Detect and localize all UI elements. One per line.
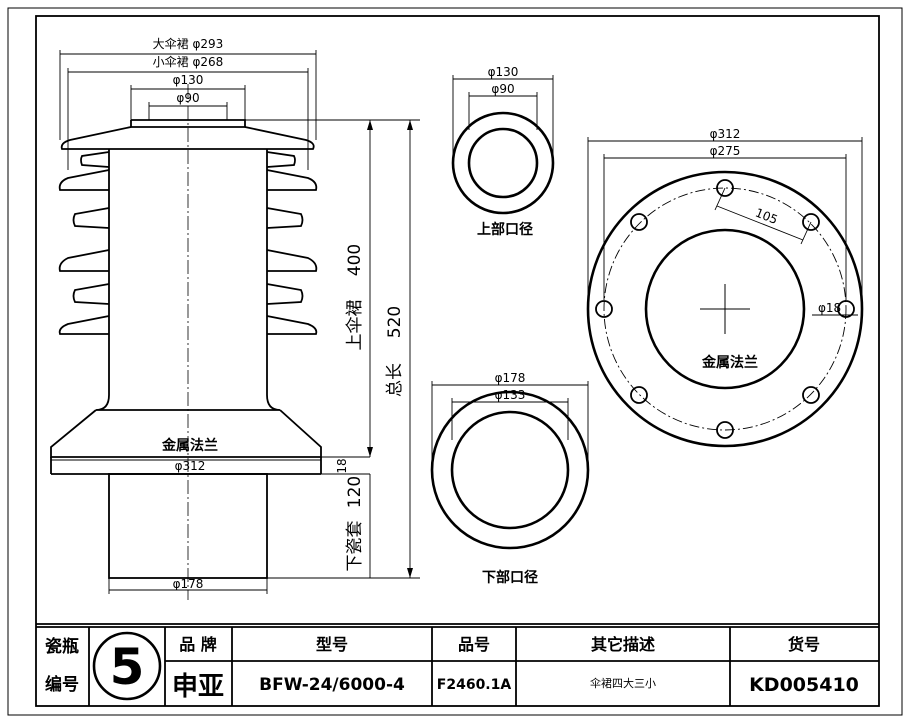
top-port-label: 上部口径: [477, 221, 533, 238]
bolt-hole: [716, 421, 734, 439]
brand-header: 品 牌: [179, 635, 217, 654]
serial-label-2: 编号: [45, 674, 79, 695]
side-view: 大伞裙 φ293 小伞裙 φ268 φ130 φ90 金属法兰 φ312 φ17…: [50, 36, 420, 600]
bottom-port-outer: φ178: [495, 371, 526, 385]
bolt-hole: [802, 386, 820, 404]
serial-circle: [92, 631, 162, 701]
outer-frame: [7, 7, 903, 716]
flange-view: φ312 φ275 105 φ18 金属法兰: [586, 127, 864, 448]
serial-number: 5: [110, 638, 145, 696]
len-flange-value: 18: [335, 458, 349, 473]
model-header: 型号: [316, 635, 348, 654]
flange-label-side: 金属法兰: [161, 437, 218, 454]
bottom-port-view: φ178 φ133 下部口径: [430, 371, 590, 586]
inner-frame: [35, 15, 880, 707]
dim-top-inner: φ90: [176, 91, 199, 105]
flange-pcd-dim: φ275: [710, 144, 741, 158]
bottom-port-inner: φ133: [495, 388, 526, 402]
dim-top-outer: φ130: [173, 73, 204, 87]
dim-flange-side: φ312: [175, 459, 206, 473]
top-port-outer: φ130: [488, 65, 519, 79]
desc-header: 其它描述: [591, 635, 655, 654]
desc-value: 伞裙四大三小: [590, 676, 656, 690]
len-lower-label: 下瓷套: [345, 521, 365, 572]
part-value: F2460.1A: [437, 677, 512, 693]
len-upper-value: 400: [345, 244, 365, 276]
flange-hole-spacing: 105: [753, 206, 779, 228]
serial-label-1: 瓷瓶: [45, 636, 79, 657]
flange-outer-dim: φ312: [710, 127, 741, 141]
bottom-port-label: 下部口径: [482, 569, 538, 586]
len-lower-value: 120: [345, 476, 365, 508]
dim-bottom-side: φ178: [173, 577, 204, 591]
len-total-label: 总长: [385, 363, 405, 397]
brand-value: 申亚: [172, 672, 224, 702]
top-port-view: φ130 φ90 上部口径: [451, 65, 555, 238]
bolt-hole: [837, 300, 855, 318]
bolt-hole: [630, 386, 648, 404]
part-header: 品号: [458, 635, 490, 654]
flange-hole-dim: φ18: [818, 301, 841, 315]
len-upper-label: 上伞裙: [345, 300, 365, 351]
flange-label: 金属法兰: [701, 354, 758, 371]
title-block: 瓷瓶 编号 5 品 牌 申亚 型号 BFW-24/6000-4 品号 F2460…: [36, 623, 879, 706]
sku-header: 货号: [788, 635, 820, 654]
len-total-value: 520: [385, 306, 405, 338]
bolt-hole: [716, 179, 734, 197]
dim-small-shed: 小伞裙 φ268: [153, 54, 224, 69]
bolt-hole: [595, 300, 613, 318]
dim-large-shed: 大伞裙 φ293: [153, 36, 224, 51]
bolt-hole: [630, 213, 648, 231]
bolt-hole: [802, 213, 820, 231]
sku-value: KD005410: [749, 674, 859, 696]
top-port-inner: φ90: [491, 82, 514, 96]
model-value: BFW-24/6000-4: [259, 675, 405, 695]
